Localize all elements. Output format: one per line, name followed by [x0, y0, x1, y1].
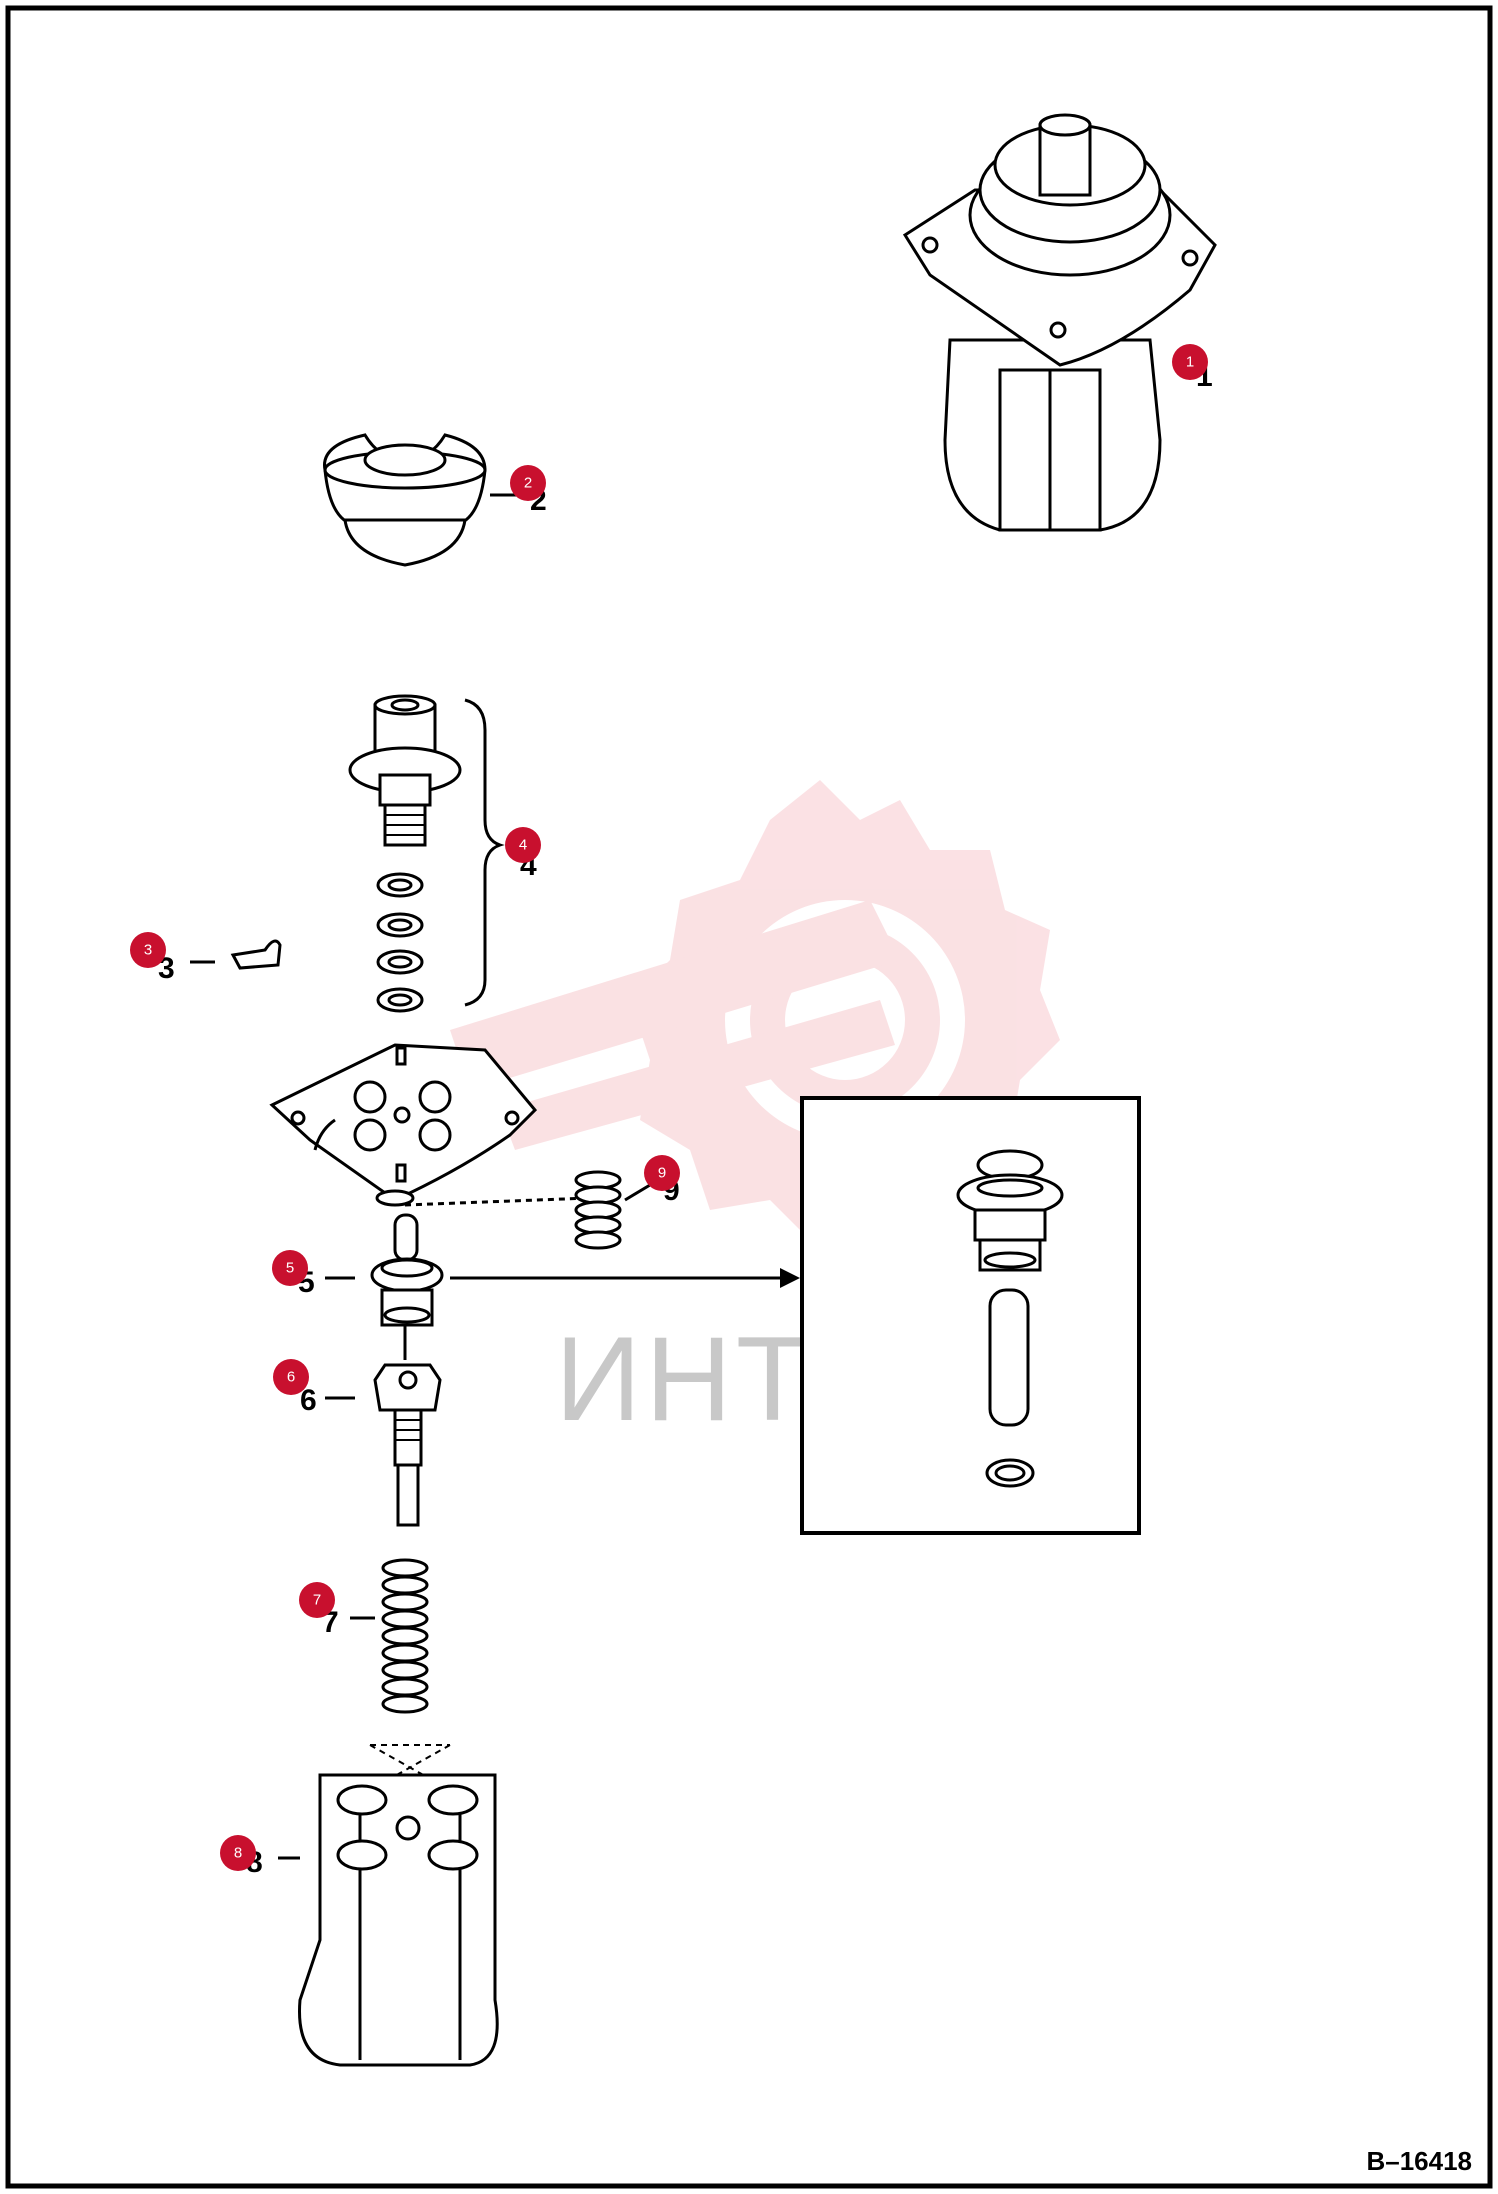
page-border — [5, 5, 1493, 2189]
svg-text:9: 9 — [658, 1165, 666, 1182]
svg-text:4: 4 — [519, 837, 527, 854]
callout-marker-6[interactable]: 6 — [273, 1359, 309, 1395]
plate — [269, 1043, 591, 1207]
svg-text:6: 6 — [287, 1369, 295, 1386]
printed-number-6: 6 — [300, 1384, 317, 1417]
svg-text:5: 5 — [286, 1260, 294, 1277]
callout-marker-3[interactable]: 3 — [130, 932, 166, 968]
callout-marker-4[interactable]: 4 — [505, 827, 541, 863]
callout-marker-1[interactable]: 1 — [1172, 344, 1208, 380]
callout-marker-7[interactable]: 7 — [299, 1582, 335, 1618]
part-3-clip — [190, 939, 282, 970]
svg-text:1: 1 — [1186, 354, 1194, 371]
part-8-body — [278, 1773, 499, 2067]
svg-text:7: 7 — [313, 1592, 321, 1609]
callout-marker-2[interactable]: 2 — [510, 465, 546, 501]
callout-marker-5[interactable]: 5 — [272, 1250, 308, 1286]
part-7-spring — [350, 1558, 451, 1791]
svg-text:8: 8 — [234, 1845, 242, 1862]
part-9-spring — [574, 1170, 651, 1250]
callout-marker-8[interactable]: 8 — [220, 1835, 256, 1871]
part-2-boot — [323, 433, 520, 567]
watermark-logo — [450, 780, 1060, 1240]
callout-marker-9[interactable]: 9 — [644, 1155, 680, 1191]
part-6-guide — [325, 1325, 442, 1527]
svg-text:2: 2 — [524, 475, 532, 492]
part-4-plunger-kit — [348, 694, 505, 1013]
drawing-code: B–16418 — [1366, 2146, 1472, 2176]
detail-inset — [800, 1096, 1141, 1535]
part-5-valve — [325, 1213, 800, 1327]
svg-text:3: 3 — [144, 942, 152, 959]
part-1-joystick-assembly — [902, 113, 1217, 532]
